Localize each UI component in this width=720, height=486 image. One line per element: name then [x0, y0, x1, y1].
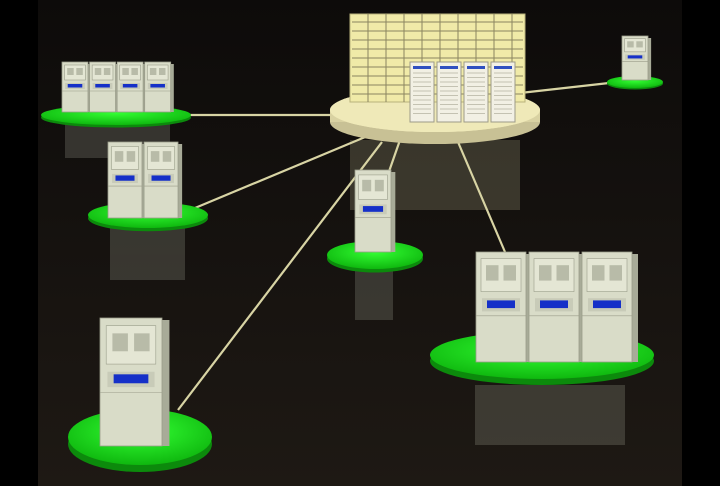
reflections: [65, 118, 625, 445]
workstation-icon: [61, 61, 92, 113]
node-top-right[interactable]: [607, 35, 663, 90]
workstation-icon: [99, 317, 170, 447]
server-unit: [409, 61, 435, 123]
link-bottom-left: [177, 141, 383, 411]
workstation-icon: [89, 61, 119, 113]
workstation-icon: [354, 169, 396, 253]
server-unit: [463, 61, 489, 123]
node-center[interactable]: [327, 169, 423, 273]
workstation-icon: [116, 61, 147, 113]
workstation-icon: [475, 251, 532, 363]
node-top-left[interactable]: [41, 61, 191, 128]
link-left-middle: [194, 133, 371, 210]
node-bottom-right[interactable]: [430, 251, 654, 385]
workstation-icon: [144, 61, 174, 113]
workstation-icon: [581, 251, 638, 363]
hub: [330, 13, 540, 144]
node-left-middle[interactable]: [88, 141, 208, 232]
link-top-right: [519, 80, 619, 95]
link-bottom-right: [456, 141, 507, 253]
server-unit: [490, 61, 516, 123]
workstation-icon: [143, 141, 183, 219]
workstation-icon: [528, 251, 585, 363]
server-unit: [436, 61, 462, 123]
workstation-icon: [621, 35, 652, 81]
server-rack-icon: [409, 61, 516, 123]
node-bottom-left[interactable]: [68, 317, 212, 472]
workstation-icon: [107, 141, 147, 219]
node-platform: [327, 241, 423, 269]
